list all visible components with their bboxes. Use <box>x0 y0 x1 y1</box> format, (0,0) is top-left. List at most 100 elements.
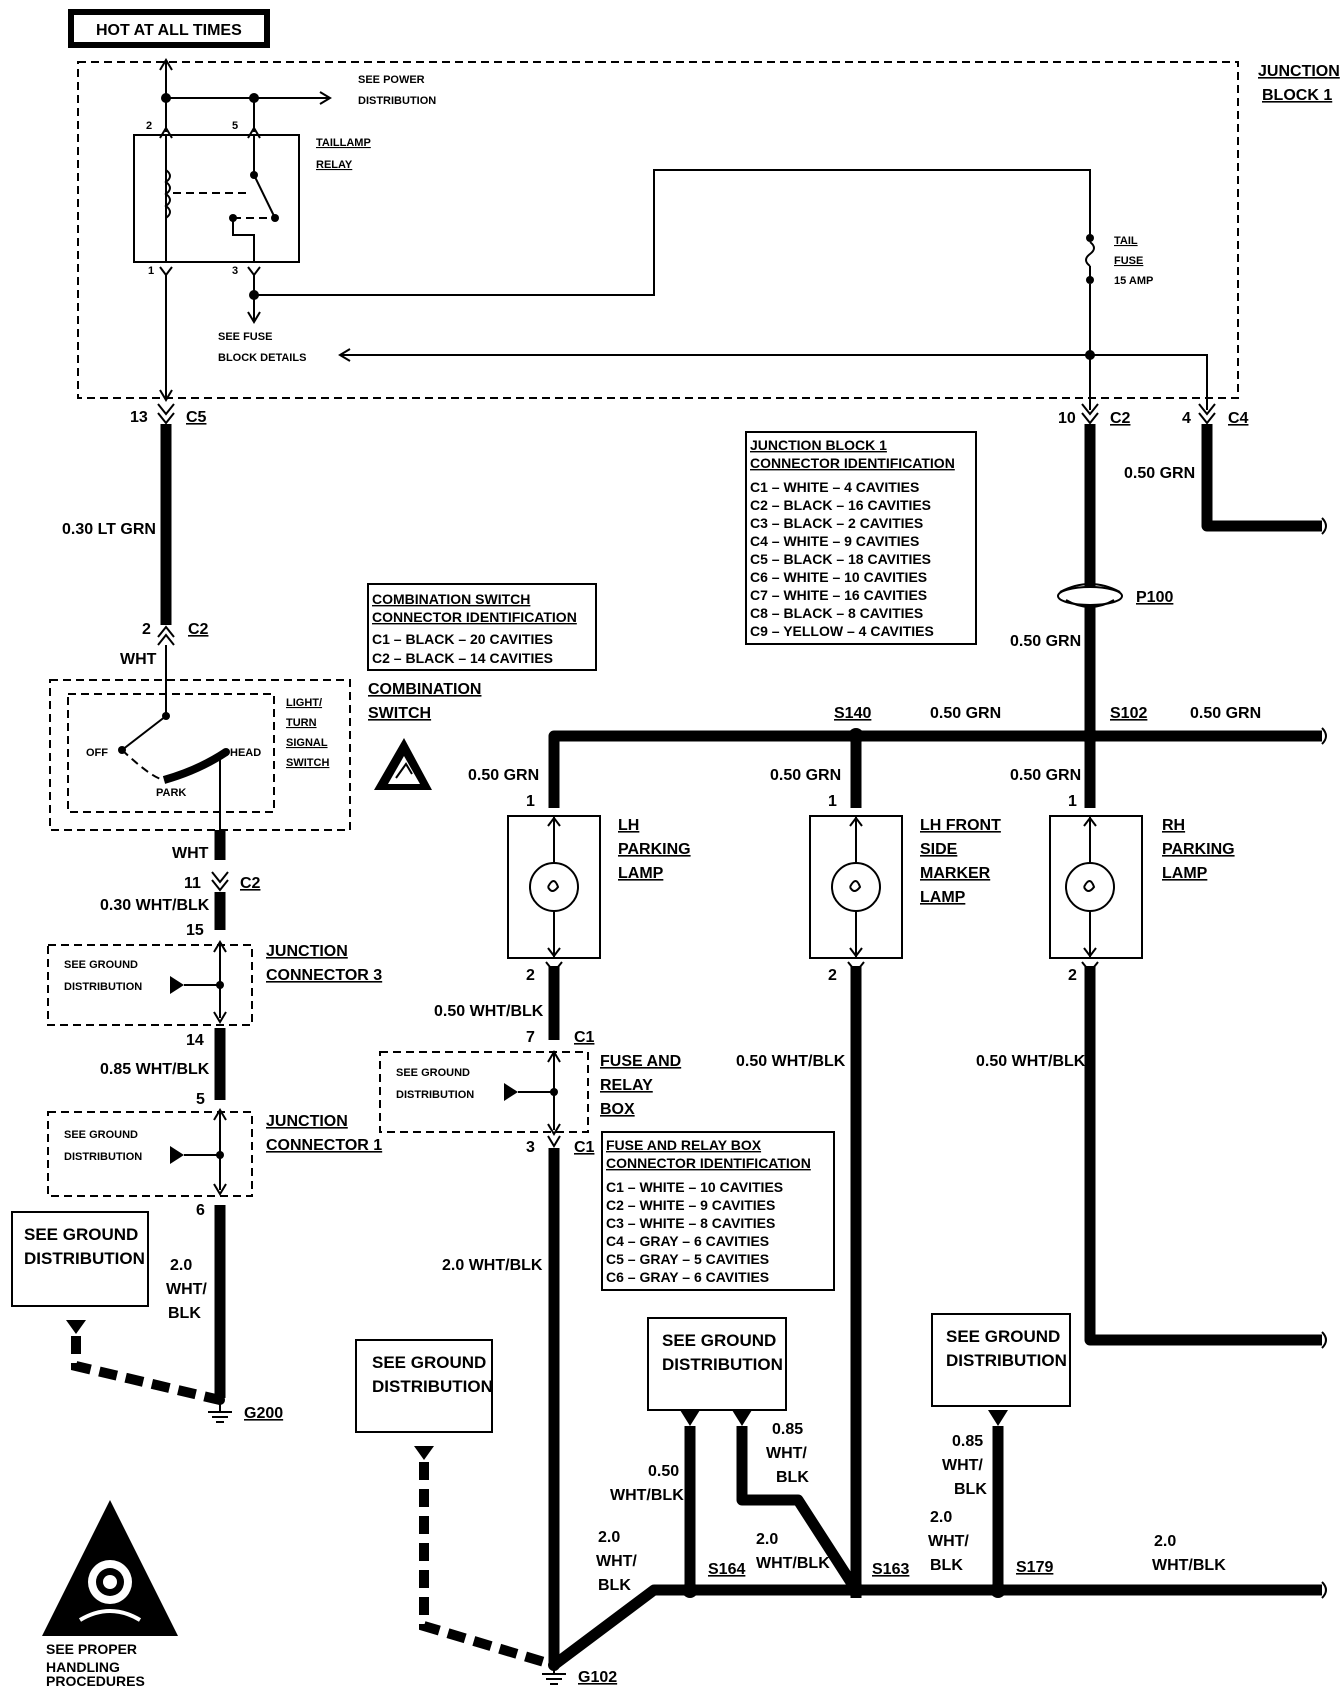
bus-label-20-c-2: WHT/ <box>928 1533 969 1550</box>
lamp-feed-label-2: 0.50 GRN <box>770 767 841 784</box>
bus-label-20-d: 2.0 <box>1154 1533 1176 1550</box>
taillamp-relay <box>133 126 300 277</box>
combo-c2-bottom-chevron <box>211 871 229 884</box>
jc1-pin-bottom: 6 <box>196 1202 205 1219</box>
c5-arrow <box>159 389 173 402</box>
wire-s179-label-3: BLK <box>954 1481 987 1498</box>
wire-s179-label: 0.85 <box>952 1433 983 1450</box>
frb-name-3: BOX <box>600 1101 635 1118</box>
frb-name-2: RELAY <box>600 1077 653 1094</box>
jb1-bottom-connectors <box>157 403 1216 425</box>
wire-050-whtblk-lh: 0.50 WHT/BLK <box>434 1003 544 1020</box>
lh-marker-lamp-name: LH FRONT <box>920 817 1001 834</box>
caution-text: SEE PROPER <box>46 1641 137 1657</box>
jc1-ground-ref: SEE GROUND <box>64 1129 138 1141</box>
tail-fuse <box>338 234 1208 410</box>
hot-label: HOT AT ALL TIMES <box>96 22 242 39</box>
caution-text-3: PROCEDURES <box>46 1673 145 1686</box>
junction-connector-3 <box>47 940 253 1026</box>
combo-switch-name: COMBINATION <box>368 681 481 698</box>
jc3-name-2: CONNECTOR 3 <box>266 967 382 984</box>
hot-label-box <box>68 9 270 48</box>
lh-front-side-marker-lamp <box>809 815 903 959</box>
frb-id-row: C6 – GRAY – 6 CAVITIES <box>606 1269 769 1285</box>
lamp-feed-label-1: 0.50 GRN <box>468 767 539 784</box>
bus-label-20-d-2: WHT/BLK <box>1152 1557 1226 1574</box>
frb-connector-id-box <box>601 1131 835 1291</box>
p100-label: P100 <box>1136 589 1173 606</box>
relay-name: TAILLAMP <box>316 137 371 149</box>
wire-20-whtblk-frb: 2.0 WHT/BLK <box>442 1257 543 1274</box>
wire-050-whtblk-marker: 0.50 WHT/BLK <box>736 1053 846 1070</box>
frb-c1-top-pin: 7 <box>526 1029 535 1046</box>
tail-fuse-rating: 15 AMP <box>1114 275 1153 287</box>
wire-s163-label: 0.85 <box>772 1421 803 1438</box>
bus-grn-label-2: 0.50 GRN <box>1190 705 1261 722</box>
g102-label: G102 <box>578 1669 617 1686</box>
wire-s163-label-3: BLK <box>776 1469 809 1486</box>
ground-arrow-s164 <box>680 1410 700 1426</box>
wire-030-whtblk-label: 0.30 WHT/BLK <box>100 897 210 914</box>
lamp-pin-2-a: 2 <box>526 967 535 984</box>
jc1-pin-top: 5 <box>196 1091 205 1108</box>
switch-off: OFF <box>86 747 108 759</box>
frb-id-row: C4 – GRAY – 6 CAVITIES <box>606 1233 769 1249</box>
g200-ground-symbol <box>208 1395 232 1423</box>
bus-label-20-b-2: WHT/BLK <box>756 1555 830 1572</box>
jb1-id-title: JUNCTION BLOCK 1 <box>750 437 887 453</box>
caution-text-2: HANDLING <box>46 1659 120 1675</box>
wire-20-label: 2.0 <box>170 1257 192 1274</box>
g102-ground-symbol <box>542 1659 566 1685</box>
wire-wht-label: WHT <box>120 651 157 668</box>
frb-id-row: C1 – WHITE – 10 CAVITIES <box>606 1179 783 1195</box>
c4-label: C4 <box>1228 410 1249 427</box>
c2-label: C2 <box>1110 410 1131 427</box>
jb1-id-row: C8 – BLACK – 8 CAVITIES <box>750 605 923 621</box>
jb1-id-row: C2 – BLACK – 16 CAVITIES <box>750 497 931 513</box>
ground-ref-box-s164 <box>647 1317 787 1411</box>
wire-20-label-3: BLK <box>168 1305 201 1322</box>
combo-c2-bottom-label: C2 <box>240 875 261 892</box>
jb1-id-row: C9 – YELLOW – 4 CAVITIES <box>750 623 934 639</box>
bus-label-20-a-3: BLK <box>598 1577 631 1594</box>
jc3-pin-bottom: 14 <box>186 1032 204 1049</box>
rh-parking-lamp-name: RH <box>1162 817 1185 834</box>
rh-parking-lamp-name-2: PARKING <box>1162 841 1235 858</box>
jb1-id-row: C6 – WHITE – 10 CAVITIES <box>750 569 927 585</box>
lh-parking-lamp-name: LH <box>618 817 639 834</box>
frb-id-row: C2 – WHITE – 9 CAVITIES <box>606 1197 775 1213</box>
jb1-id-row: C5 – BLACK – 18 CAVITIES <box>750 551 931 567</box>
see-fuse-label-2: BLOCK DETAILS <box>218 352 306 364</box>
wire-c4-grn <box>1201 424 1322 532</box>
frb-c1-top-label: C1 <box>574 1029 595 1046</box>
relay-name-2: RELAY <box>316 159 353 171</box>
jb1-id-title-2: CONNECTOR IDENTIFICATION <box>750 455 955 471</box>
s140-label: S140 <box>834 705 871 722</box>
switch-sub-3: SIGNAL <box>286 737 328 749</box>
jc1-ground-ref-2: DISTRIBUTION <box>64 1151 142 1163</box>
see-power-label-2: DISTRIBUTION <box>358 95 436 107</box>
wire-s164-label-2: WHT/BLK <box>610 1487 684 1504</box>
combo-id-row: C1 – BLACK – 20 CAVITIES <box>372 631 553 647</box>
lamp-pin-1-c: 1 <box>1068 793 1077 810</box>
combo-connector-id-box <box>367 583 597 671</box>
ground-ref-box-left <box>11 1211 149 1307</box>
ground-ref-s164: SEE GROUND <box>662 1331 776 1350</box>
ground-ref-s179-2: DISTRIBUTION <box>946 1351 1067 1370</box>
switch-sub-2: TURN <box>286 717 317 729</box>
esd-warning-icon <box>374 738 432 790</box>
lamp-pin-2-b: 2 <box>828 967 837 984</box>
frb-c1-bottom-pin: 3 <box>526 1139 535 1156</box>
relay-pin-5: 5 <box>232 120 238 132</box>
lh-marker-lamp-name-2: SIDE <box>920 841 958 858</box>
tail-fuse-name-2: FUSE <box>1114 255 1143 267</box>
ground-ref-left-2: DISTRIBUTION <box>24 1249 145 1268</box>
lh-marker-lamp-name-4: LAMP <box>920 889 966 906</box>
rh-parking-lamp-name-3: LAMP <box>1162 865 1208 882</box>
g200-label: G200 <box>244 1405 283 1422</box>
s102-label: S102 <box>1110 705 1147 722</box>
combo-id-title-2: CONNECTOR IDENTIFICATION <box>372 609 577 625</box>
g102-dashed-wire <box>419 1462 556 1670</box>
wire-s163-label-2: WHT/ <box>766 1445 807 1462</box>
